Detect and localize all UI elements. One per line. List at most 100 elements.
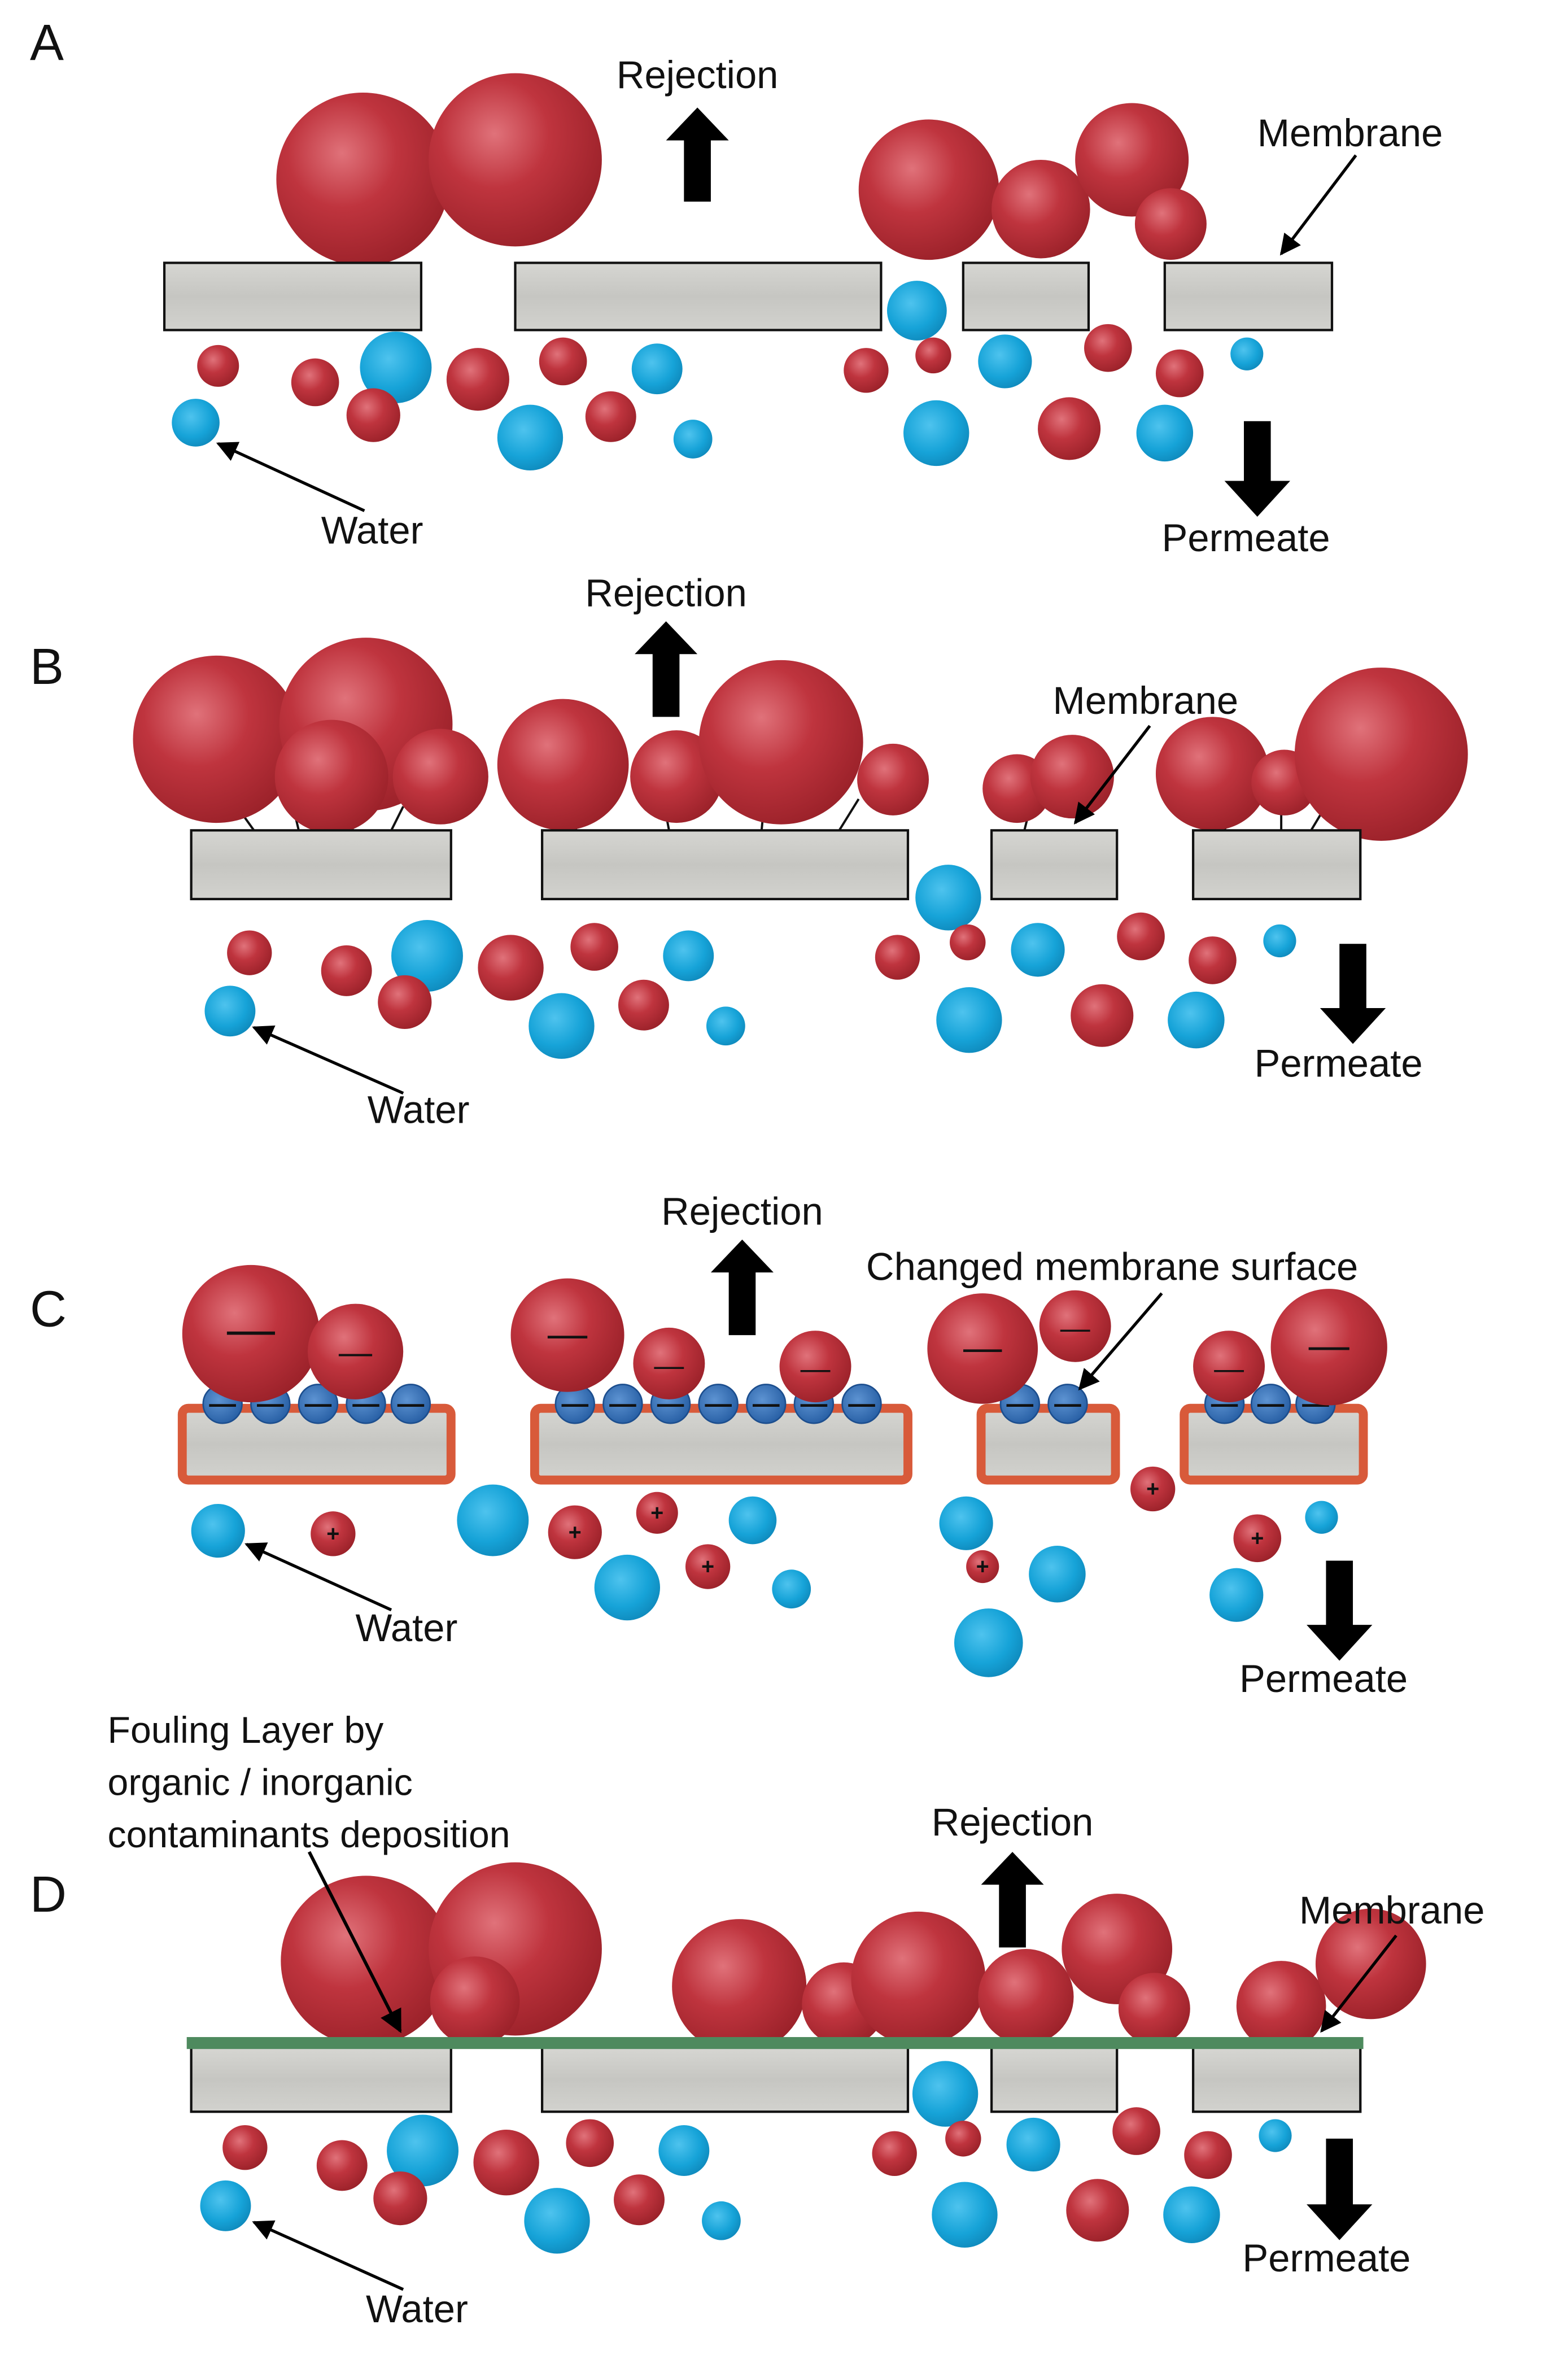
contaminant-particle bbox=[1066, 2179, 1129, 2242]
negative-sign: — bbox=[848, 1389, 875, 1419]
negative-contaminant: — bbox=[633, 1327, 705, 1399]
water-molecule bbox=[915, 865, 981, 931]
contaminant-particle bbox=[222, 2125, 268, 2170]
water-molecule bbox=[658, 2125, 710, 2176]
negative-sign: — bbox=[339, 1333, 373, 1371]
pointer-arrow-icon bbox=[307, 1851, 402, 2034]
membrane-label: Membrane bbox=[1257, 111, 1443, 155]
membrane-block bbox=[990, 829, 1119, 901]
water-label: Water bbox=[321, 509, 423, 552]
negative-sign: — bbox=[548, 1311, 588, 1355]
water-molecule bbox=[1136, 404, 1194, 462]
attached-contaminants bbox=[133, 638, 1468, 841]
panel-letter: B bbox=[30, 639, 64, 695]
membrane-block bbox=[514, 261, 883, 332]
contaminant-particle bbox=[133, 655, 300, 823]
fouling-label-line: organic / inorganic bbox=[108, 1762, 413, 1804]
positive-ion: + bbox=[636, 1492, 678, 1534]
membrane-block bbox=[962, 261, 1090, 332]
water-molecule bbox=[524, 2188, 590, 2254]
changed-membrane-surface-label: Changed membrane surface bbox=[866, 1245, 1358, 1288]
water-molecule bbox=[457, 1484, 529, 1556]
membrane-block bbox=[976, 1403, 1120, 1485]
contaminant-particle bbox=[316, 2140, 368, 2191]
water-molecule bbox=[204, 985, 256, 1037]
water-molecule bbox=[663, 930, 714, 982]
water-molecule bbox=[936, 987, 1002, 1053]
permeate-particles bbox=[172, 281, 1264, 470]
arrow-down-icon bbox=[1320, 944, 1386, 1044]
contaminant-particle bbox=[1155, 349, 1204, 398]
surface-charge: — bbox=[298, 1384, 339, 1424]
negative-sign: — bbox=[1309, 1323, 1350, 1368]
contaminant-particle bbox=[858, 119, 999, 260]
membrane-block bbox=[990, 2046, 1119, 2113]
positive-ion: + bbox=[1233, 1514, 1282, 1563]
contaminant-particle bbox=[566, 2119, 614, 2168]
contaminant-particle bbox=[1294, 668, 1468, 841]
water-molecule bbox=[702, 2201, 741, 2240]
negative-contaminant: — bbox=[1039, 1290, 1111, 1362]
positive-sign: + bbox=[569, 1520, 582, 1545]
water-molecule bbox=[903, 400, 969, 466]
membrane-label: Membrane bbox=[1299, 1889, 1485, 1932]
arrow-up-icon bbox=[981, 1852, 1044, 1948]
fouling-label-line: contaminants deposition bbox=[108, 1814, 510, 1856]
permeate-label: Permeate bbox=[1162, 516, 1330, 560]
positive-sign: + bbox=[326, 1521, 339, 1546]
negative-sign: — bbox=[801, 1352, 831, 1385]
water-molecule bbox=[191, 1503, 245, 1558]
panel-d: D bbox=[30, 1709, 1484, 2331]
fouling-contaminants bbox=[281, 1862, 1426, 2054]
surface-charge: — bbox=[1047, 1384, 1088, 1424]
contaminant-particle bbox=[978, 1949, 1074, 2045]
water-molecule bbox=[1006, 2117, 1060, 2172]
surface-charge: — bbox=[554, 1384, 595, 1424]
membrane-block bbox=[190, 2046, 452, 2113]
panel-letter: A bbox=[30, 15, 64, 71]
surface-charge: — bbox=[841, 1384, 882, 1424]
panel-c: C ————————————————— ————————— +++++++ Re… bbox=[30, 1189, 1408, 1700]
contaminant-particle bbox=[1189, 936, 1237, 984]
contaminant-particle bbox=[321, 945, 372, 996]
negative-sign: — bbox=[398, 1389, 425, 1419]
water-molecule bbox=[529, 993, 595, 1059]
contaminant-particle bbox=[614, 2174, 665, 2226]
negative-sign: — bbox=[609, 1389, 636, 1419]
contaminant-particle bbox=[373, 2171, 427, 2226]
negative-sign: — bbox=[1257, 1389, 1285, 1419]
panel-letter: C bbox=[30, 1281, 67, 1337]
water-label: Water bbox=[366, 2287, 468, 2331]
contaminant-particle bbox=[430, 1956, 520, 2046]
pointer-arrow-icon bbox=[1320, 1934, 1397, 2033]
contaminant-particle bbox=[1155, 717, 1269, 831]
surface-charge: — bbox=[602, 1384, 643, 1424]
arrow-up-icon bbox=[666, 107, 729, 202]
positive-ion: + bbox=[311, 1511, 356, 1556]
contaminant-particle bbox=[945, 2121, 981, 2157]
contaminant-particle bbox=[291, 358, 339, 407]
contaminant-particle bbox=[497, 699, 629, 831]
permeate-label: Permeate bbox=[1239, 1657, 1408, 1700]
water-molecule bbox=[954, 1608, 1023, 1677]
negative-sign: — bbox=[1054, 1389, 1081, 1419]
contaminant-particle bbox=[539, 337, 587, 386]
contaminant-particle bbox=[1236, 1961, 1326, 2051]
negative-sign: — bbox=[305, 1389, 332, 1419]
contaminant-particle bbox=[844, 348, 889, 393]
positive-sign: + bbox=[701, 1554, 714, 1579]
water-molecule bbox=[1011, 923, 1065, 977]
water-molecule bbox=[1168, 991, 1225, 1049]
pointer-arrow-icon bbox=[1073, 725, 1151, 825]
contaminant-particle bbox=[1038, 397, 1101, 460]
rejection-label: Rejection bbox=[585, 572, 747, 615]
water-molecule bbox=[594, 1554, 661, 1621]
water-molecule bbox=[172, 399, 220, 447]
water-molecule bbox=[360, 332, 432, 403]
water-molecule bbox=[497, 404, 564, 470]
water-molecule bbox=[706, 1006, 745, 1046]
water-molecule bbox=[728, 1496, 777, 1545]
contaminant-particle bbox=[1084, 324, 1132, 372]
contaminant-particle bbox=[570, 923, 618, 971]
membrane-blocks bbox=[163, 261, 1334, 332]
